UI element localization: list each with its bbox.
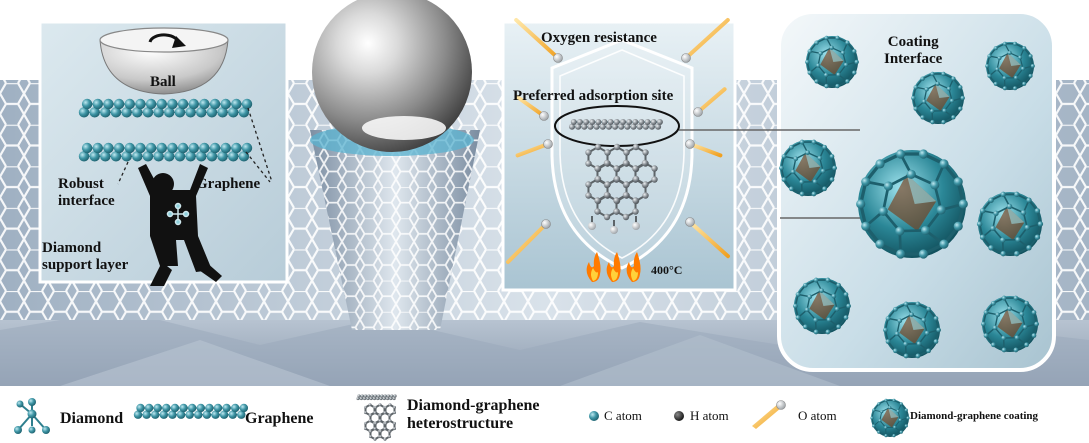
support-figure-icon <box>138 164 222 286</box>
legend-h-atom-icon <box>674 411 684 421</box>
interface-pointer <box>117 161 129 185</box>
legend-o-atom-icon <box>752 400 786 429</box>
legend-graphene-icon <box>133 403 249 419</box>
legend-diamond-label: Diamond <box>60 410 124 427</box>
diamond-emblem-icon <box>166 202 190 226</box>
ball-highlight <box>362 116 446 140</box>
legend-graphene-label: Graphene <box>245 410 314 427</box>
legend-h-atom-label: H atom <box>690 408 729 423</box>
graphene-label: Graphene <box>196 176 261 192</box>
ball-bowl <box>99 39 229 95</box>
robust-interface-label: Robust interface <box>58 176 115 209</box>
legend-coating-label: Diamond-graphene coating <box>910 410 1039 422</box>
protective-shield <box>550 38 694 270</box>
diamond-support-layer-label: Diamond support layer <box>42 240 129 273</box>
temperature-label: 400°C <box>651 263 683 277</box>
rotate-icon-arrow <box>172 36 186 48</box>
protective-shield-inner <box>559 49 685 259</box>
heterostructure-graphene-layer <box>569 119 663 130</box>
flame-icons <box>586 252 641 282</box>
contact-column-lattice <box>310 130 480 330</box>
ball-bowl-rim <box>99 27 229 53</box>
preferred-adsorption-site-label: Preferred adsorption site <box>513 88 674 104</box>
steel-ball <box>312 0 472 152</box>
substrate-facet <box>60 340 330 386</box>
legend-diamond-icon <box>14 398 50 434</box>
legend-c-atom-label: C atom <box>604 408 642 423</box>
legend-heterostructure-label: Diamond-graphene heterostructure <box>407 397 540 432</box>
graphene-pointer <box>247 107 273 183</box>
graphene-pointer <box>245 151 271 183</box>
legend-c-atom-icon <box>589 411 599 421</box>
oxygen-resistance-label: Oxygen resistance <box>541 30 657 46</box>
heterostructure-diamond <box>585 143 658 234</box>
graphene-layers-left <box>78 98 253 162</box>
substrate-facet <box>560 335 840 386</box>
legend-coating-icon <box>870 398 910 438</box>
panel-middle-bg <box>501 20 737 292</box>
oxygen-atoms <box>506 18 730 264</box>
coating-cages <box>779 35 1044 359</box>
coating-interface-label: Coating Interface <box>884 34 943 67</box>
legend-o-atom-label: O atom <box>798 408 837 423</box>
legend-heterostructure-icon <box>356 394 397 441</box>
ball-label: Ball <box>150 74 176 90</box>
